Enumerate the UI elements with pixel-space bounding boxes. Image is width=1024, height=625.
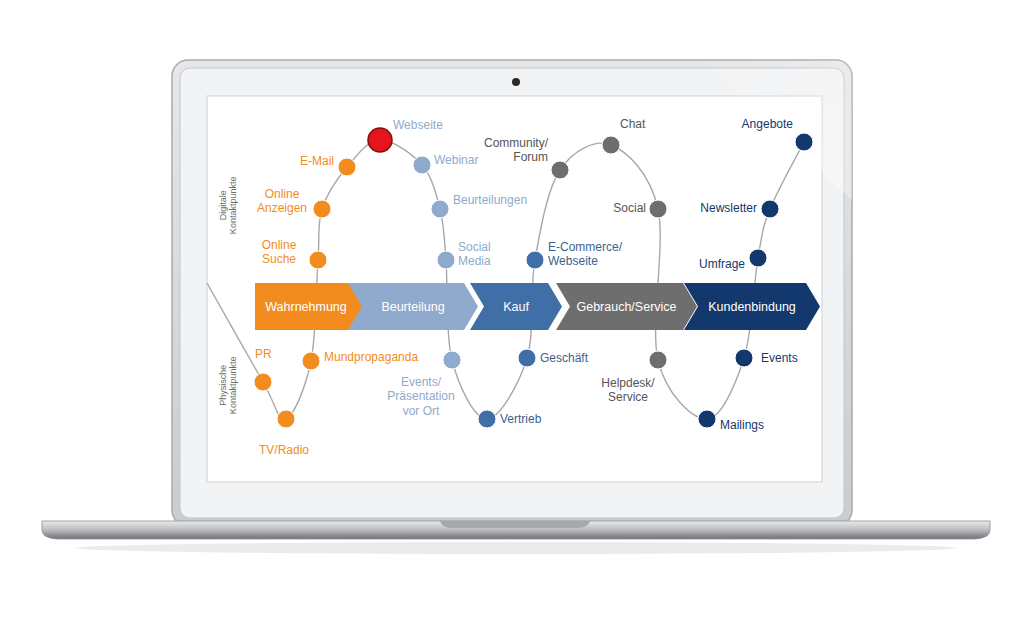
touchpoint-label: Mailings	[720, 418, 764, 432]
touchpoint-dots	[254, 128, 813, 428]
touchpoint-dot	[526, 251, 544, 269]
touchpoint-dot	[761, 200, 779, 218]
stage-label: Kauf	[503, 300, 529, 314]
touchpoint-dot	[698, 410, 716, 428]
touchpoint-label: Helpdesk/ Service	[588, 376, 668, 405]
touchpoint-dot	[649, 351, 667, 369]
touchpoint-dot	[443, 351, 461, 369]
touchpoint-label: PR	[255, 347, 272, 361]
stage-label: Wahrnehmung	[265, 300, 347, 314]
touchpoint-dot	[254, 373, 272, 391]
camera	[512, 78, 520, 86]
chevron-fill	[684, 283, 820, 330]
stage-label: Beurteilung	[381, 300, 444, 314]
touchpoint-label: E-Mail	[300, 154, 334, 168]
touchpoint-label: Online Anzeigen	[253, 187, 311, 216]
touchpoint-label: Mundpropaganda	[324, 350, 418, 364]
touchpoint-label: Vertrieb	[500, 412, 541, 426]
touchpoint-dot	[478, 410, 496, 428]
side-label: Digitale Kontaktpunkte	[218, 160, 239, 250]
chevron-fill	[255, 283, 367, 330]
touchpoint-label: Events	[761, 351, 798, 365]
touchpoint-label: Beurteilungen	[453, 193, 527, 207]
stage-chevron: Gebrauch/Service	[556, 283, 697, 330]
touchpoint-label: Newsletter	[700, 201, 757, 215]
touchpoint-dot	[551, 161, 569, 179]
touchpoint-dot	[602, 136, 620, 154]
touchpoint-label: Umfrage	[699, 257, 745, 271]
touchpoint-dot	[313, 200, 331, 218]
touchpoint-dot	[795, 133, 813, 151]
touchpoint-label: E-Commerce/ Webseite	[548, 240, 638, 269]
stage-chevron: Kauf	[470, 283, 562, 330]
journey-curve	[207, 140, 804, 419]
touchpoint-label: Events/ Präsentation vor Ort	[380, 375, 462, 418]
touchpoint-label: Webinar	[434, 153, 478, 167]
touchpoint-label: Webseite	[393, 118, 443, 132]
touchpoint-label: Geschäft	[540, 351, 588, 365]
touchpoint-label: Angebote	[742, 117, 793, 131]
stage-chevron: Kundenbindung	[684, 283, 820, 330]
touchpoint-dot	[649, 200, 667, 218]
touchpoint-dot	[437, 251, 455, 269]
base-shadow	[76, 542, 956, 554]
chevron-fill	[556, 283, 697, 330]
touchpoint-dot	[413, 156, 431, 174]
touchpoint-label: Chat	[620, 117, 645, 131]
touchpoint-dot	[518, 349, 536, 367]
touchpoint-label: Online Suche	[253, 238, 305, 267]
laptop-lid	[172, 60, 852, 526]
screen	[207, 96, 822, 482]
base-notch	[440, 521, 590, 528]
touchpoint-dot	[338, 158, 356, 176]
stage-label: Gebrauch/Service	[576, 300, 676, 314]
touchpoint-dot	[749, 249, 767, 267]
touchpoint-dot	[735, 349, 753, 367]
touchpoint-label: Community/ Forum	[472, 136, 548, 165]
touchpoint-label: Social	[613, 201, 646, 215]
touchpoint-dot	[302, 352, 320, 370]
touchpoint-dot	[431, 200, 449, 218]
side-label: Physische Kontaktpunkte	[218, 340, 239, 430]
touchpoint-label: Social Media	[458, 240, 506, 269]
stage-chevron: Wahrnehmung	[255, 283, 367, 330]
touchpoint-dot	[309, 251, 327, 269]
chevron-fill	[348, 283, 478, 330]
stage-chevron: Beurteilung	[348, 283, 478, 330]
lid-shine	[700, 60, 852, 200]
chevron-fill	[470, 283, 562, 330]
touchpoint-label: TV/Radio	[259, 443, 309, 457]
stage-label: Kundenbindung	[708, 300, 796, 314]
laptop-bezel	[180, 68, 844, 518]
touchpoint-dot	[277, 410, 295, 428]
touchpoint-dot	[368, 128, 392, 152]
laptop-base	[42, 521, 990, 539]
